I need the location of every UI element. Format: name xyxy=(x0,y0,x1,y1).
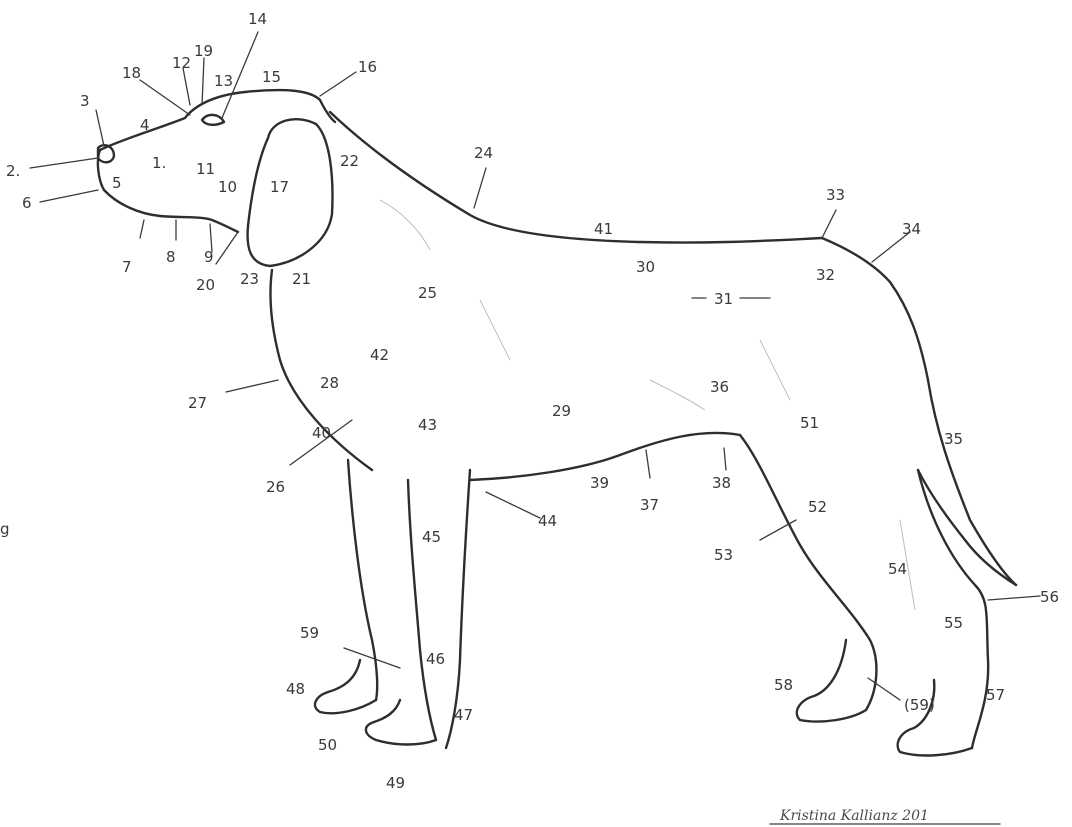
label-12: 12 xyxy=(172,54,191,72)
label-27: 27 xyxy=(188,394,207,412)
label-3: 3 xyxy=(80,92,90,110)
label-51: 51 xyxy=(800,414,819,432)
label-2: 2. xyxy=(6,162,20,180)
label-6: 6 xyxy=(22,194,32,212)
label-40: 40 xyxy=(312,424,331,442)
label-16: 16 xyxy=(358,58,377,76)
label-53: 53 xyxy=(714,546,733,564)
label-50: 50 xyxy=(318,736,337,754)
label-44: 44 xyxy=(538,512,557,530)
dog-topline xyxy=(330,112,822,243)
dog-croup xyxy=(822,238,1016,585)
label-59-paren: (59) xyxy=(904,696,935,714)
label-26: 26 xyxy=(266,478,285,496)
dog-front-leg-near xyxy=(408,480,436,740)
label-10: 10 xyxy=(218,178,237,196)
label-22: 22 xyxy=(340,152,359,170)
label-28: 28 xyxy=(320,374,339,392)
label-19: 19 xyxy=(194,42,213,60)
label-23: 23 xyxy=(240,270,259,288)
label-4: 4 xyxy=(140,116,150,134)
dog-rear-far-paw xyxy=(898,680,972,755)
dog-eye xyxy=(202,115,224,125)
label-30: 30 xyxy=(636,258,655,276)
label-13: 13 xyxy=(214,72,233,90)
label-15: 15 xyxy=(262,68,281,86)
dog-front-leg-far xyxy=(348,460,377,700)
label-34: 34 xyxy=(902,220,921,238)
label-37: 37 xyxy=(640,496,659,514)
label-41: 41 xyxy=(594,220,613,238)
dog-front-far-paw xyxy=(315,660,376,713)
label-24: 24 xyxy=(474,144,493,162)
label-25: 25 xyxy=(418,284,437,302)
label-49: 49 xyxy=(386,774,405,792)
label-31: 31 xyxy=(714,290,733,308)
label-32: 32 xyxy=(816,266,835,284)
label-5: 5 xyxy=(112,174,122,192)
label-39: 39 xyxy=(590,474,609,492)
dog-belly xyxy=(470,433,740,480)
label-45: 45 xyxy=(422,528,441,546)
label-52: 52 xyxy=(808,498,827,516)
leader-lines xyxy=(30,32,1040,700)
label-43: 43 xyxy=(418,416,437,434)
label-46: 46 xyxy=(426,650,445,668)
label-20: 20 xyxy=(196,276,215,294)
dog-front-near-paw xyxy=(366,700,436,745)
label-18: 18 xyxy=(122,64,141,82)
dog-ear xyxy=(248,119,333,266)
label-21: 21 xyxy=(292,270,311,288)
signature: Kristina Kallianz 201 xyxy=(770,808,1000,824)
label-36: 36 xyxy=(710,378,729,396)
label-58: 58 xyxy=(774,676,793,694)
dog-rear-near-leg xyxy=(740,435,876,710)
edge-text: g xyxy=(0,520,10,538)
label-54: 54 xyxy=(888,560,907,578)
label-47: 47 xyxy=(454,706,473,724)
dog-rear-near-paw xyxy=(797,640,866,722)
label-7: 7 xyxy=(122,258,132,276)
label-56: 56 xyxy=(1040,588,1059,606)
label-1: 1. xyxy=(152,154,166,172)
label-17: 17 xyxy=(270,178,289,196)
label-48: 48 xyxy=(286,680,305,698)
label-42: 42 xyxy=(370,346,389,364)
label-9: 9 xyxy=(204,248,214,266)
label-11: 11 xyxy=(196,160,215,178)
label-38: 38 xyxy=(712,474,731,492)
label-8: 8 xyxy=(166,248,176,266)
label-29: 29 xyxy=(552,402,571,420)
label-35: 35 xyxy=(944,430,963,448)
signature-text: Kristina Kallianz 201 xyxy=(779,808,929,824)
label-57: 57 xyxy=(986,686,1005,704)
label-59: 59 xyxy=(300,624,319,642)
label-55: 55 xyxy=(944,614,963,632)
label-33: 33 xyxy=(826,186,845,204)
label-14: 14 xyxy=(248,10,267,28)
